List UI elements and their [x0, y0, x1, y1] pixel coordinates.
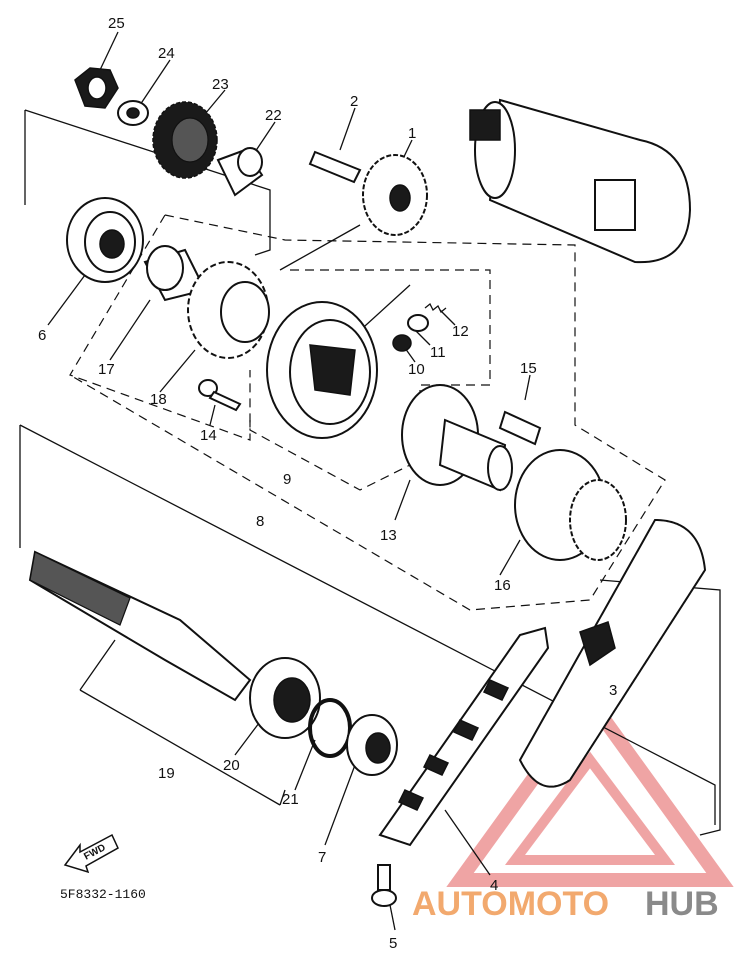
part-sprocket-1	[362, 154, 428, 236]
callout-24: 24	[158, 45, 175, 62]
callout-7: 7	[318, 849, 326, 866]
part-shaft-19	[28, 550, 252, 702]
callout-numbers: 25 24 23 22 2 1 6 17 18 12 11 10 14 9 15…	[38, 15, 617, 952]
callout-4: 4	[490, 877, 498, 894]
part-nut-25	[74, 67, 119, 109]
part-bolt-14	[198, 379, 242, 412]
callout-8: 8	[256, 513, 264, 530]
callout-6: 6	[38, 327, 46, 344]
part-chain	[518, 518, 707, 788]
part-roller-10	[392, 334, 412, 352]
part-clutch-housing-9	[266, 301, 378, 439]
callout-13: 13	[380, 527, 397, 544]
part-pin-2	[308, 150, 362, 184]
part-collar-22	[216, 147, 264, 197]
part-damper-3	[579, 621, 616, 667]
drawing-code: 5F8332-1160	[60, 887, 146, 902]
callout-20: 20	[223, 757, 240, 774]
part-guide-4	[378, 626, 550, 847]
callout-16: 16	[494, 577, 511, 594]
watermark-text-part2: HUB	[645, 885, 719, 923]
part-plunger-11	[407, 314, 429, 332]
callout-1: 1	[408, 125, 416, 142]
part-washer-24	[117, 100, 149, 126]
watermark-logo-icon	[446, 688, 734, 887]
callout-25: 25	[108, 15, 125, 32]
bracket-lines	[19, 31, 721, 931]
watermark-text-part1: AUTOMOTO	[412, 885, 609, 923]
callout-21: 21	[282, 791, 299, 808]
callout-10: 10	[408, 361, 425, 378]
callout-14: 14	[200, 427, 217, 444]
fwd-arrow-icon: FWD	[63, 833, 119, 874]
part-gear-23	[152, 101, 218, 179]
callout-9: 9	[283, 471, 291, 488]
part-starter-motor	[469, 98, 692, 264]
part-boss-13	[401, 384, 513, 492]
callout-22: 22	[265, 107, 282, 124]
callout-23: 23	[212, 76, 229, 93]
callout-17: 17	[98, 361, 115, 378]
callout-19: 19	[158, 765, 175, 782]
part-collar-17	[143, 245, 207, 302]
part-gear-16	[514, 449, 627, 561]
callout-18: 18	[150, 391, 167, 408]
part-screw-5	[371, 864, 397, 907]
callout-3: 3	[609, 682, 617, 699]
part-bearing-6	[66, 197, 144, 283]
callout-2: 2	[350, 93, 358, 110]
callout-11: 11	[430, 344, 446, 361]
callout-5: 5	[389, 935, 397, 952]
part-oring-21	[308, 698, 352, 758]
part-spring-12	[424, 302, 447, 314]
watermark-text: AUTOMOTO HUB	[412, 885, 719, 923]
part-bearing-20	[249, 657, 321, 739]
callout-15: 15	[520, 360, 537, 377]
part-seal-7	[346, 714, 398, 776]
part-collar-15	[498, 410, 542, 446]
part-gear-18	[187, 261, 270, 359]
callout-12: 12	[452, 323, 469, 340]
assembly-outline-8	[69, 214, 666, 611]
